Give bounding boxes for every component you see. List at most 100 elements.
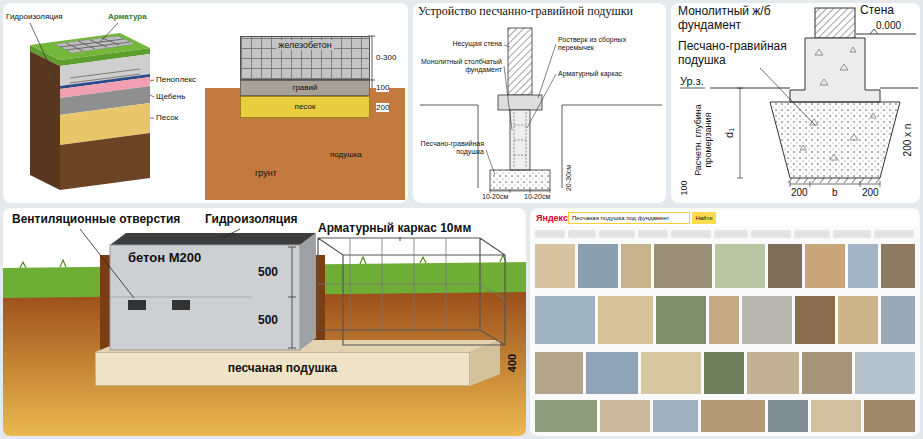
strip-foundation [800, 113, 876, 160]
sand-cushion: песчаная подушка [95, 352, 470, 386]
dimension: Расчетн. глубина промерзания [693, 90, 714, 190]
search-screenshot [715, 244, 765, 288]
search-screenshot [714, 230, 748, 238]
panel-card [413, 3, 666, 203]
ground-section [470, 340, 500, 386]
strip-foundation [856, 34, 916, 35]
node-text: Песчаная подушка под фундамент [572, 215, 669, 222]
dimension: 500 [258, 266, 278, 280]
node-text: песчаная подушка [228, 362, 338, 376]
dimension: 200 [376, 103, 389, 112]
node-text: Найти [695, 215, 712, 222]
concrete-block: бетон М200 [110, 245, 300, 350]
search-button: Найти [692, 212, 716, 224]
strip-foundation [680, 8, 918, 187]
concrete-band: железобетон [240, 36, 370, 80]
leader-line [504, 45, 510, 47]
part-label: Стена [860, 4, 894, 18]
search-screenshot [654, 244, 712, 288]
soil-cube [70, 69, 140, 83]
leader-line [400, 237, 401, 241]
leader-line [150, 80, 154, 81]
search-screenshot [535, 230, 565, 238]
concrete-block [300, 233, 316, 350]
rebar-cage [318, 238, 505, 330]
panel-card [3, 208, 526, 436]
gravel-band: гравий [240, 80, 370, 96]
dimension: 10-20см [482, 193, 508, 201]
leader-line [486, 150, 495, 175]
search-screenshot [768, 400, 808, 432]
part-label: Ростверк из сборных перемычек [558, 36, 658, 52]
column-foundation [420, 28, 662, 193]
search-screenshot [881, 296, 915, 344]
part-label: Вентиляционные отверстия [12, 213, 180, 227]
soil-cube [60, 133, 150, 190]
concrete-block [172, 300, 190, 310]
leader-line [150, 95, 154, 97]
soil-cube [30, 51, 60, 190]
search-screenshot [709, 296, 739, 344]
strip-foundation [815, 47, 856, 85]
search-screenshot [535, 296, 595, 344]
column-foundation [498, 95, 542, 110]
search-screenshot [704, 352, 744, 394]
dimension: 200 х n [902, 124, 914, 157]
search-screenshot [599, 230, 635, 238]
panel-card [671, 3, 920, 203]
leader-line [760, 68, 815, 125]
search-screenshot [838, 296, 878, 344]
search-screenshot [532, 210, 918, 226]
search-screenshot [653, 400, 698, 432]
search-screenshot [535, 244, 575, 288]
strip-foundation [788, 178, 880, 183]
rebar-cage [318, 238, 505, 345]
dimension: 100 [376, 83, 389, 92]
dimension: 200 [862, 187, 879, 199]
strip-foundation [680, 88, 705, 89]
dimension: 20-30см [565, 165, 573, 191]
node-text: железобетон [276, 40, 334, 50]
leader-line [80, 229, 400, 298]
search-screenshot [794, 230, 830, 238]
search-screenshot [535, 400, 597, 432]
leader-line [222, 229, 240, 238]
search-screenshot [535, 352, 583, 394]
dimension: 0-300 [376, 53, 396, 62]
search-screenshot [656, 296, 706, 344]
concrete-block [110, 245, 300, 350]
leader-line [538, 44, 556, 98]
search-screenshot [578, 244, 618, 288]
soil-cube [30, 33, 150, 190]
search-screenshot [747, 352, 799, 394]
search-screenshot [874, 230, 914, 238]
node-text: гравий [292, 83, 317, 92]
part-label: Монолитный столбчатый фундамент [420, 58, 502, 74]
rebar-cage [318, 238, 505, 345]
search-screenshot [568, 230, 596, 238]
search-screenshot [701, 400, 765, 432]
panel-card [3, 3, 408, 203]
concrete-block [128, 300, 146, 310]
sand-band: песок [240, 96, 370, 118]
dimension: 100 [679, 180, 689, 195]
search-screenshot [600, 400, 650, 432]
part-label: Гидроизоляция [205, 213, 298, 227]
part-label: Песчано-гравийная подушка [420, 140, 484, 156]
part-label: Песок [156, 113, 178, 122]
leader-line [30, 23, 154, 118]
concrete-block [110, 233, 316, 245]
search-screenshot [881, 244, 915, 288]
part-label: Арматурный каркас 10мм [318, 222, 471, 236]
node-text: песок [295, 102, 316, 111]
leader-line [504, 66, 512, 130]
node-text: грунт [255, 168, 277, 178]
search-screenshot [848, 244, 878, 288]
soil-cube [60, 38, 130, 51]
column-foundation [490, 170, 550, 190]
search-screenshot [864, 400, 915, 432]
leader-line [30, 23, 58, 84]
column-foundation [508, 28, 532, 95]
